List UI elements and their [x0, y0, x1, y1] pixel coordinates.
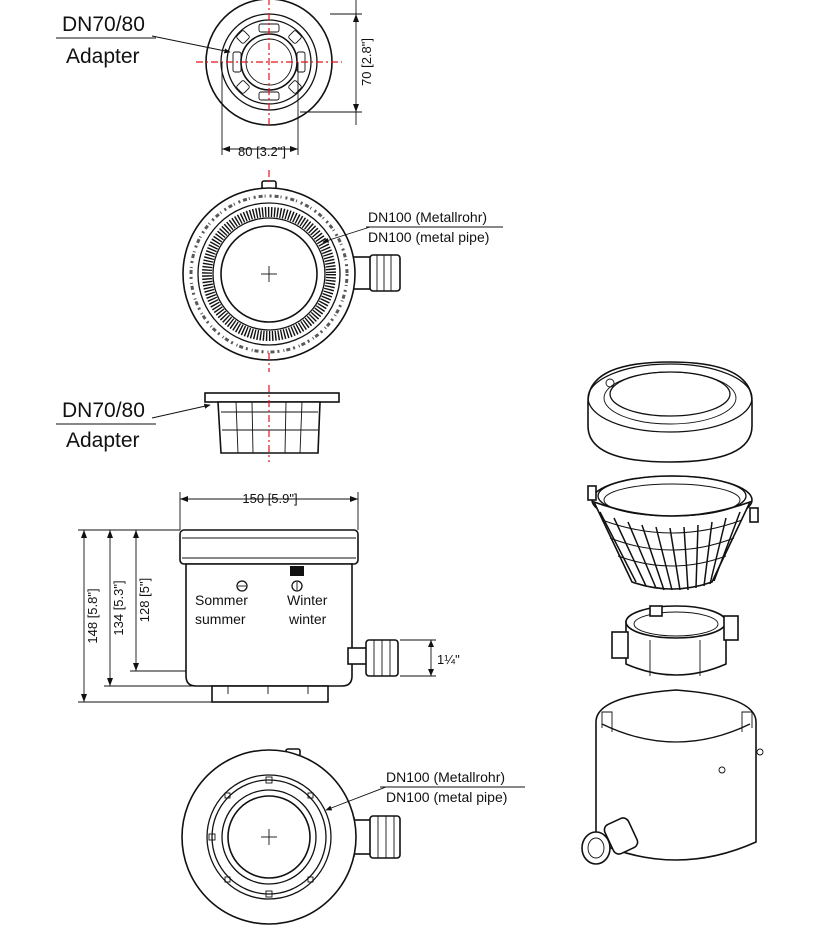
pipe-bottom-label-line1: DN100 (Metallrohr)	[386, 769, 505, 785]
adapter-side-view	[204, 385, 340, 462]
dimension-outlet-text: 1¼"	[437, 652, 460, 667]
dimension-body-width-text: 150 [5.9"]	[242, 491, 297, 506]
adapter-top-label-line1: DN70/80	[62, 13, 145, 36]
winter-de-label: Winter	[287, 592, 328, 608]
exploded-adapter-ring	[611, 605, 739, 676]
unit-side-view	[179, 529, 399, 703]
adapter-side-label-line2: Adapter	[66, 429, 140, 452]
winter-en-label: winter	[288, 611, 327, 627]
summer-label: summer	[195, 611, 246, 627]
dimension-134-text: 134 [5.3"]	[111, 580, 126, 635]
exploded-housing	[581, 689, 764, 865]
dimension-adapter-height-text: 70 [2.8"]	[359, 38, 374, 86]
pipe-bottom-leader-line	[325, 786, 387, 811]
dimension-outlet	[400, 639, 436, 677]
adapter-leader-line	[151, 35, 231, 54]
dimension-adapter-width	[221, 62, 299, 155]
adapter-top-label-line2: Adapter	[66, 45, 140, 68]
dimension-128-text: 128 [5"]	[137, 578, 152, 622]
sommer-label: Sommer	[195, 592, 248, 608]
pipe-top-label-line1: DN100 (Metallrohr)	[368, 209, 487, 225]
dimension-adapter-width-text: 80 [3.2"]	[238, 144, 286, 159]
adapter-side-label-line1: DN70/80	[62, 399, 145, 422]
adapter-side-leader-line	[151, 403, 211, 419]
unit-bottom-view	[181, 748, 401, 925]
unit-top-view	[182, 180, 401, 361]
dimension-heights	[78, 529, 212, 703]
pipe-bottom-label-line2: DN100 (metal pipe)	[386, 789, 507, 805]
dimension-adapter-height	[300, 0, 362, 125]
pipe-top-label-line2: DN100 (metal pipe)	[368, 229, 489, 245]
dimension-body-width	[179, 492, 359, 530]
pipe-top-leader-line	[322, 226, 371, 243]
exploded-filter-basket	[587, 475, 759, 591]
exploded-lid	[587, 361, 753, 463]
dimension-total-height-text: 148 [5.8"]	[85, 588, 100, 643]
adapter-top-view	[196, 0, 342, 128]
